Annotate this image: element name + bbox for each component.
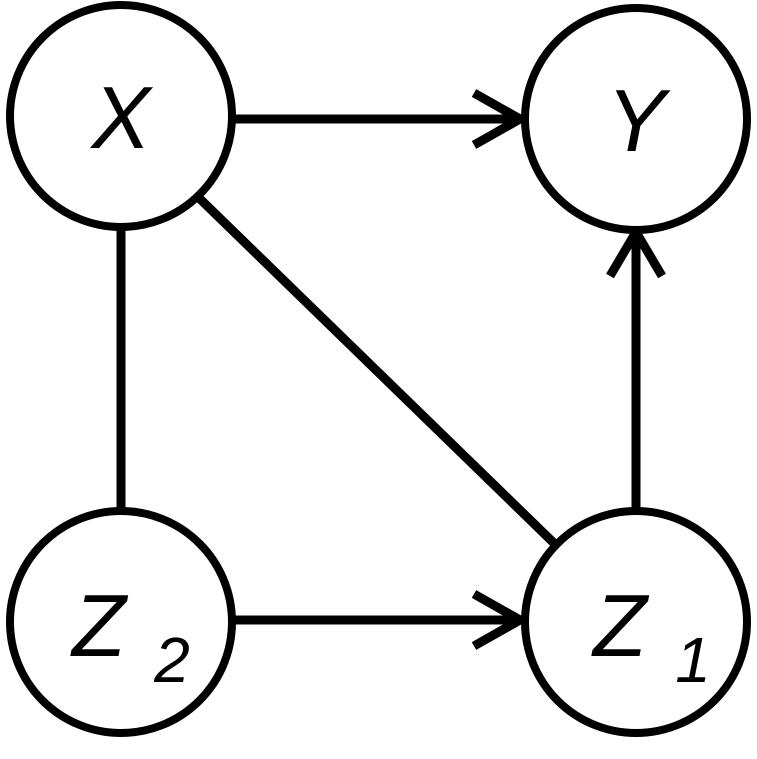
edge-z1-to-y <box>606 223 666 512</box>
arrowhead-icon <box>471 89 530 149</box>
node-z2: Z 2 <box>6 507 236 737</box>
node-z1: Z 1 <box>521 507 751 737</box>
node-x: X <box>6 1 236 231</box>
node-z1-letter: Z <box>591 576 650 675</box>
node-y: Y <box>521 4 751 234</box>
nodes: X Y Z 2 Z 1 <box>6 1 751 737</box>
edge-x-to-y <box>232 89 530 149</box>
edge-x-z1 <box>193 192 564 553</box>
node-z2-label: Z 2 <box>70 576 190 696</box>
node-z2-subscript: 2 <box>153 624 190 696</box>
node-z1-subscript: 1 <box>675 624 711 696</box>
node-z1-label: Z 1 <box>591 576 711 696</box>
node-y-label: Y <box>607 71 671 170</box>
edges <box>116 89 666 650</box>
node-x-label: X <box>90 68 154 167</box>
arrowhead-icon <box>471 590 530 650</box>
node-z2-letter: Z <box>70 576 129 675</box>
edge-z2-to-z1 <box>232 590 530 650</box>
